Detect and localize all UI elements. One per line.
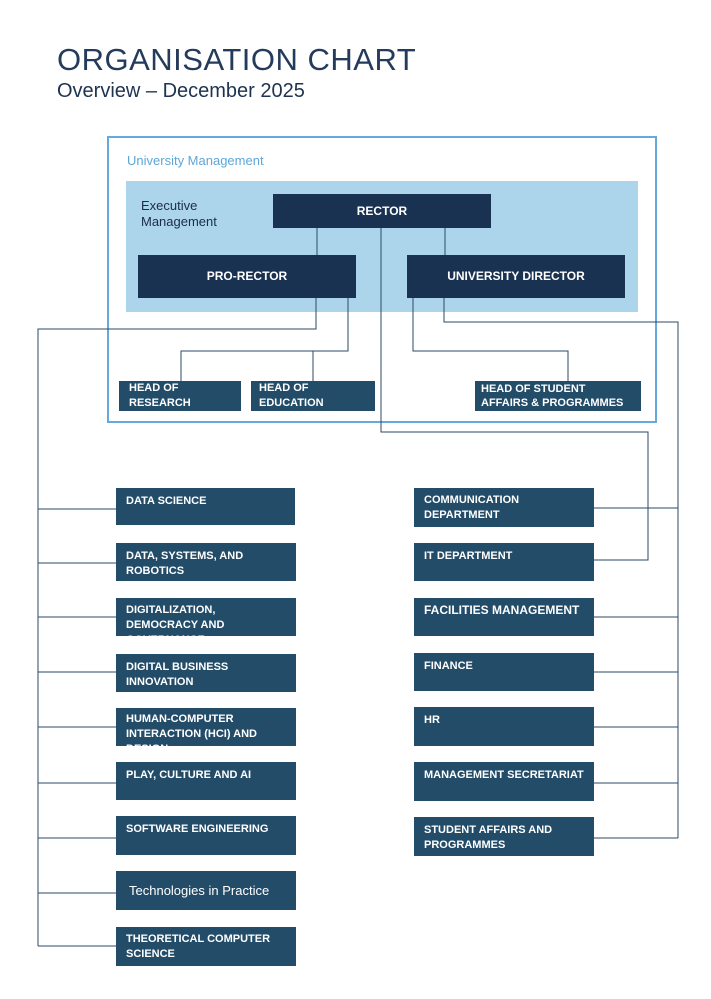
pro-rector-box: PRO-RECTOR: [138, 255, 356, 298]
university-management-label: University Management: [127, 153, 264, 168]
dept-finance: FINANCE: [414, 653, 594, 691]
connector-director-admin: [443, 298, 679, 838]
dept-management-secretariat: MANAGEMENT SECRETARIAT: [414, 762, 594, 801]
connector-pro-rector-heads: [180, 298, 349, 381]
dept-hci-design: HUMAN-COMPUTER INTERACTION (HCI) AND DES…: [116, 708, 296, 755]
head-of-student-affairs-box: HEAD OF STUDENT AFFAIRS & PROGRAMMES: [475, 381, 641, 411]
dept-theoretical-cs: THEORETICAL COMPUTER SCIENCE: [116, 927, 296, 966]
dept-digitalization-democracy: DIGITALIZATION, DEMOCRACY AND GOVERNANCE: [116, 598, 296, 646]
connector-rector-it: [380, 228, 649, 561]
page-subtitle: Overview – December 2025: [57, 80, 305, 102]
executive-management-label: Executive Management: [141, 198, 217, 229]
dept-data-systems-robotics: DATA, SYSTEMS, AND ROBOTICS: [116, 543, 296, 581]
head-of-education-box: HEAD OF EDUCATION: [251, 381, 375, 411]
page-title: ORGANISATION CHART: [57, 42, 417, 77]
dept-play-culture-ai: PLAY, CULTURE AND AI: [116, 762, 296, 800]
head-of-research-box: HEAD OF RESEARCH: [119, 381, 241, 411]
university-director-box: UNIVERSITY DIRECTOR: [407, 255, 625, 298]
dept-software-engineering: SOFTWARE ENGINEERING: [116, 816, 296, 855]
connector-director-head-sa: [412, 298, 569, 381]
dept-technologies-in-practice: Technologies in Practice: [116, 871, 296, 910]
dept-data-science: DATA SCIENCE: [116, 488, 295, 525]
university-management-frame: [107, 136, 657, 423]
dept-hr: HR: [414, 707, 594, 746]
connector-research-ticks: [38, 508, 116, 947]
dept-it: IT DEPARTMENT: [414, 543, 594, 581]
dept-student-affairs: STUDENT AFFAIRS AND PROGRAMMES: [414, 817, 594, 856]
connector-pro-rector-research: [37, 298, 317, 946]
rector-box: RECTOR: [273, 194, 491, 228]
dept-digital-business-innovation: DIGITAL BUSINESS INNOVATION: [116, 654, 296, 692]
dept-facilities-management: FACILITIES MANAGEMENT: [414, 598, 594, 636]
dept-communication: COMMUNICATION DEPARTMENT: [414, 488, 594, 527]
connector-admin-ticks: [594, 507, 678, 839]
